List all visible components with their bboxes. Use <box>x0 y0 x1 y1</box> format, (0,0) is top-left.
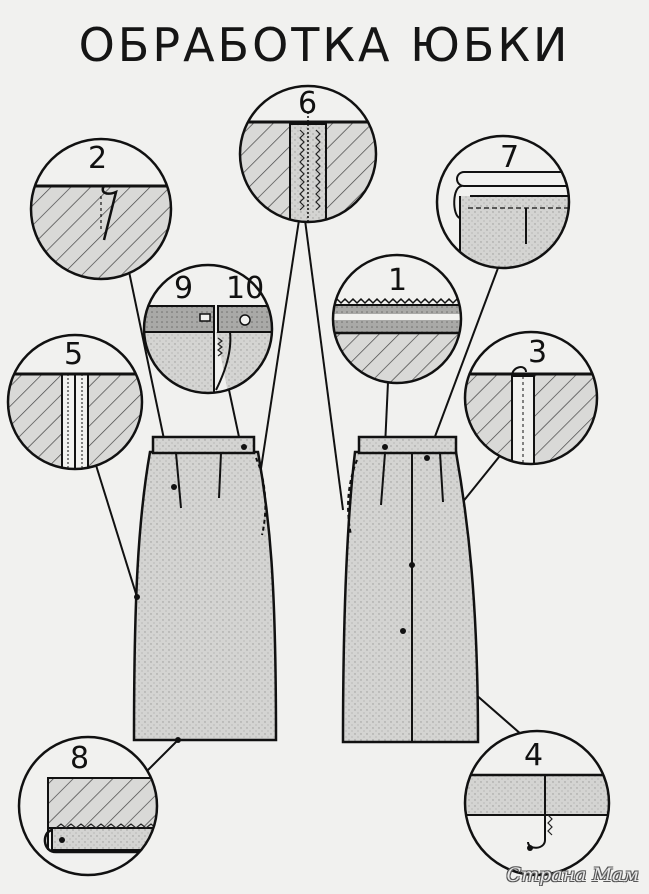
diagram-title: Обработка юбки <box>78 18 571 72</box>
detail-circle-5: 5 <box>6 333 144 471</box>
callout-label-5: 5 <box>64 337 83 372</box>
callout-label-7: 7 <box>500 140 519 175</box>
watermark: Страна Мам <box>506 864 639 886</box>
detail-circle-2: 2 <box>29 137 173 281</box>
detail-circle-6: 6 <box>238 84 378 224</box>
detail-circle-8: 8 <box>17 735 159 877</box>
callout-label-1: 1 <box>388 263 407 298</box>
detail-circle-9-10: 9 10 <box>142 263 274 395</box>
callout-label-6: 6 <box>298 86 317 121</box>
skirt-back <box>341 435 480 744</box>
detail-circle-7: 7 <box>435 134 571 270</box>
callout-label-2: 2 <box>88 141 107 176</box>
detail-circle-4: 4 <box>463 729 611 877</box>
callout-label-8: 8 <box>70 741 89 776</box>
callout-label-10: 10 <box>226 271 264 306</box>
callout-label-9: 9 <box>174 271 193 306</box>
callout-label-4: 4 <box>524 738 543 773</box>
callout-label-3: 3 <box>528 335 547 370</box>
skirt-front <box>132 435 278 743</box>
detail-circle-3: 3 <box>463 330 599 466</box>
detail-circle-1: 1 <box>331 253 463 385</box>
